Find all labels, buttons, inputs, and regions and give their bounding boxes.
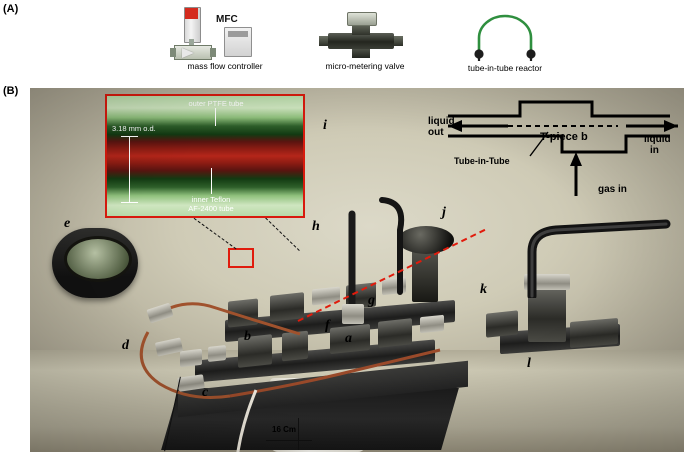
tube-in-tube-schematic: [448, 100, 678, 196]
panel-b-photograph: outer PTFE tube 3.18 mm o.d. inner Teflo…: [30, 88, 684, 452]
mfc-display-slot: [228, 31, 248, 37]
valve-knob: [347, 12, 377, 26]
callout-j: j: [442, 205, 446, 221]
flow-arrow-icon: [182, 48, 194, 58]
copper-tubing: [139, 302, 441, 399]
schematic-liquid-out-line1: liquid: [428, 116, 455, 127]
scale-bar: [266, 440, 312, 441]
tube-in-tube-cross-section-inset: outer PTFE tube 3.18 mm o.d. inner Teflo…: [105, 94, 305, 218]
valve-port-left: [319, 36, 328, 46]
mfc-port-right: [210, 48, 216, 57]
inset-inner-tube-label-2: AF-2400 tube: [151, 204, 271, 213]
callout-d: d: [122, 338, 129, 354]
callout-g: g: [368, 293, 375, 309]
callout-e: e: [64, 216, 70, 232]
photo-vignette: [30, 88, 684, 452]
inset-region-marker: [228, 248, 254, 268]
pressure-gauge-e: [52, 228, 138, 298]
callout-i: i: [323, 118, 327, 134]
callout-b: b: [244, 329, 251, 345]
legend-caption-micro-metering-valve: micro-metering valve: [325, 61, 405, 71]
callout-f: f: [325, 318, 330, 334]
needle-valve-knob-j: [398, 226, 454, 254]
gauge-face: [64, 236, 132, 282]
schematic-t-piece-label: T-piece b: [540, 132, 588, 143]
panel-a: MFC mass flow controller micro-metering …: [0, 0, 684, 84]
mfc-controller-box: [224, 27, 252, 57]
callout-h: h: [312, 219, 320, 235]
callout-c: c: [202, 385, 208, 401]
mfc-port-left: [170, 48, 176, 57]
inset-caliper-top: [121, 136, 138, 137]
bent-outlet-tube: [527, 219, 671, 298]
panel-b-label: (B): [3, 85, 19, 97]
legend-caption-tube-in-tube-reactor: tube-in-tube reactor: [467, 63, 543, 73]
inset-outer-tube-label: outer PTFE tube: [161, 99, 271, 108]
legend-item-tube-in-tube-reactor: tube-in-tube reactor: [435, 5, 575, 73]
mass-flow-controller-icon: MFC: [160, 5, 290, 61]
legend-item-micro-metering-valve: micro-metering valve: [300, 5, 430, 71]
legend-caption-mass-flow-controller: mass flow controller: [187, 61, 263, 71]
callout-a: a: [345, 331, 352, 347]
schematic-liquid-out-line2: out: [428, 127, 444, 138]
scale-label: 16 Cm: [272, 425, 296, 434]
inset-tube-bands: [107, 96, 303, 216]
callout-k: k: [480, 282, 487, 298]
schematic-liquid-in-line2: in: [650, 145, 659, 156]
inset-caliper-bottom: [121, 202, 138, 203]
schematic-gas-in-label: gas in: [598, 184, 627, 195]
scale-guide-right: [298, 418, 299, 450]
inset-dimension-label: 3.18 mm o.d.: [112, 124, 184, 133]
reactor-coil-svg: [474, 14, 536, 61]
needle-valve-body-j: [412, 248, 438, 302]
mfc-stem: [189, 39, 194, 45]
tube-in-tube-reactor-icon: [435, 5, 575, 61]
outlet-capillary-c: [236, 389, 258, 452]
micro-metering-valve-icon: [300, 5, 430, 61]
mfc-badge: MFC: [216, 14, 238, 25]
probe-fitting-h: [342, 304, 364, 324]
mfc-red-indicator: [185, 8, 198, 19]
callout-l: l: [527, 356, 531, 372]
panel-a-label: (A): [3, 3, 19, 15]
inset-inner-tube-label-1: inner Teflon: [151, 195, 271, 204]
inset-caliper-line: [129, 136, 130, 202]
valve-body: [328, 33, 394, 49]
legend-item-mass-flow-controller: MFC mass flow controller: [160, 5, 290, 71]
valve-bottom-port: [352, 49, 370, 58]
probe-tube-i: [348, 197, 405, 308]
inset-outer-tick: [215, 108, 216, 126]
inset-inner-tick: [211, 168, 212, 194]
schematic-liquid-in-line1: liquid: [644, 134, 671, 145]
schematic-tube-in-tube-label: Tube-in-Tube: [454, 156, 510, 166]
valve-port-right: [394, 36, 403, 46]
